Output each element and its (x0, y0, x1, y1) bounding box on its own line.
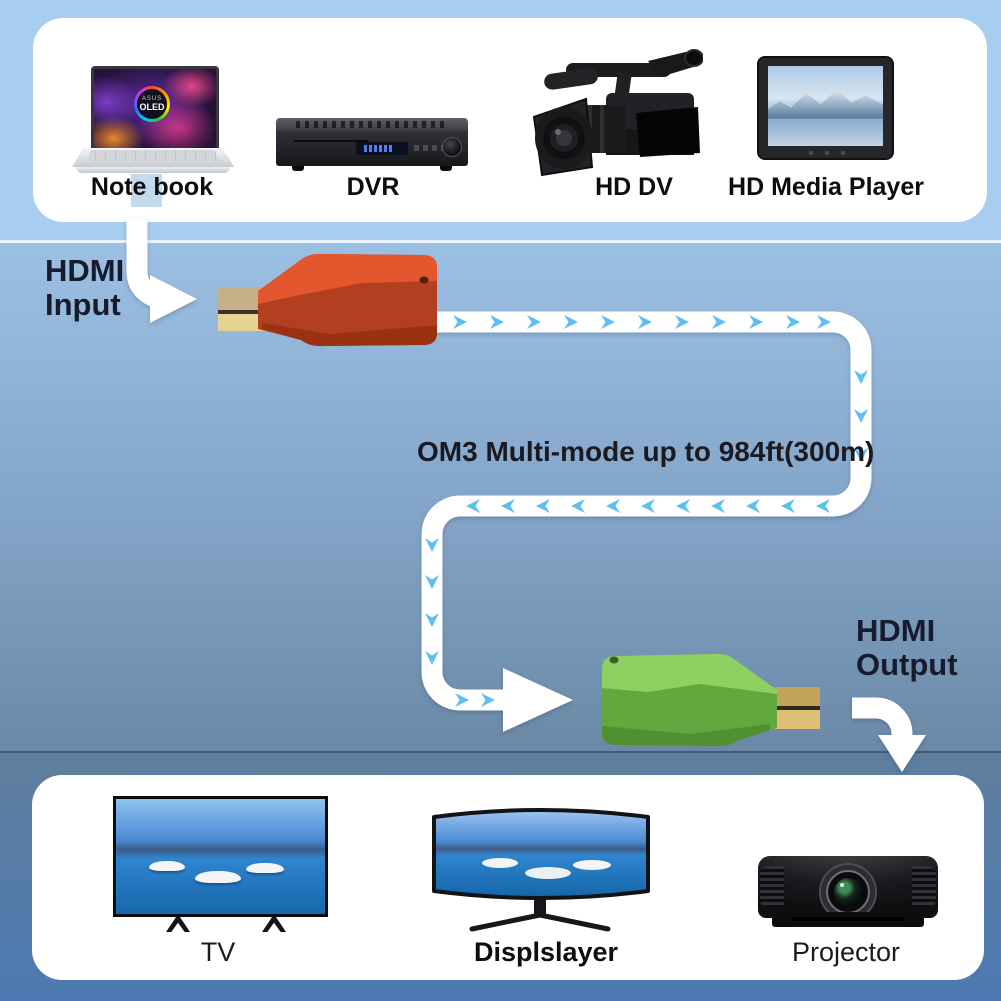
hdmi-output-line2: Output (856, 647, 958, 682)
source-label-hddv: HD DV (595, 173, 673, 201)
monitor-stand-legs (469, 912, 611, 932)
hdmi-input-label: HDMI Input (45, 254, 124, 322)
camcorder-eyecup (684, 49, 703, 67)
boat (195, 871, 242, 884)
dvr-knob (442, 137, 462, 157)
receiver-bottom-shade (602, 724, 770, 747)
dvr-image (276, 118, 468, 174)
source-label-dvr: DVR (346, 173, 400, 201)
badge-oled-text: OLED (139, 102, 165, 112)
output-label-display: Displslayer (473, 937, 619, 967)
curved-monitor-image (432, 808, 650, 932)
output-label-projector: Projector (791, 937, 901, 967)
tablet-lake-reflection (768, 118, 883, 146)
receiver-hdmi-connector (772, 687, 820, 729)
transmitter-top-face (258, 253, 437, 304)
notebook-oled-badge: ASUS OLED (134, 86, 170, 122)
bottom-separator-line (0, 751, 1001, 753)
tablet-buttons (809, 151, 845, 155)
notebook-keys (86, 150, 220, 162)
hdmi-input-line2: Input (45, 287, 121, 322)
cable-arrowhead (503, 668, 573, 732)
camcorder-lcd-flap (636, 107, 700, 157)
tablet-screen (768, 66, 883, 146)
input-elbow-arrow (126, 218, 197, 323)
hdmi-output-line1: HDMI (856, 613, 936, 648)
projector-base-slot (792, 917, 904, 921)
dvr-buttons (414, 145, 448, 151)
output-label-tv: TV (200, 937, 236, 967)
dvr-led-digits (364, 145, 394, 152)
media-player-tablet (757, 56, 894, 160)
lens-glint (555, 129, 561, 135)
dvr-vents (296, 121, 448, 128)
notebook-label-highlight (131, 174, 162, 207)
badge-brand-text: ASUS (141, 96, 163, 102)
dvr-foot (440, 166, 452, 171)
boat (482, 858, 518, 868)
camcorder-image (532, 49, 703, 177)
output-arrowhead (878, 735, 926, 772)
hdmi-output-label: HDMI Output (856, 614, 958, 682)
fiber-receiver (602, 653, 820, 747)
dvr-led-display (356, 142, 408, 155)
curved-monitor-screen (432, 808, 650, 900)
notebook-base (76, 167, 230, 173)
boat (525, 867, 571, 879)
top-separator-line (0, 240, 1001, 243)
transmitter-bottom-shade (262, 323, 437, 347)
projector-vent-left (760, 866, 784, 908)
boat (245, 863, 284, 874)
camcorder-mic (544, 68, 598, 90)
transmitter-fiber-port (419, 276, 429, 284)
tv-image (113, 796, 328, 917)
oled-badge-inner: ASUS OLED (137, 89, 167, 119)
source-label-mediaplayer: HD Media Player (728, 173, 924, 201)
source-label-notebook: Note book (90, 173, 214, 201)
input-arrowhead (150, 275, 197, 323)
projector-base (772, 912, 924, 927)
cable-spec-label: OM3 Multi-mode up to 984ft(300m) (417, 436, 875, 467)
output-elbow-arrow (852, 697, 926, 772)
hdmi-input-line1: HDMI (45, 253, 125, 288)
projector-vent-right (912, 866, 936, 908)
dvr-foot (292, 166, 304, 171)
projector-lens-glass (834, 878, 862, 906)
receiver-fiber-port (609, 656, 619, 664)
tv-harbor-scene (116, 799, 325, 914)
lens-ring (600, 105, 604, 153)
boat (573, 860, 611, 870)
boat (149, 861, 186, 872)
receiver-top-face (602, 653, 777, 694)
monitor-stand-pole (534, 899, 546, 917)
fiber-transmitter (218, 253, 437, 347)
dvr-disc-tray (294, 140, 368, 142)
camcorder-handle-post (614, 72, 632, 100)
